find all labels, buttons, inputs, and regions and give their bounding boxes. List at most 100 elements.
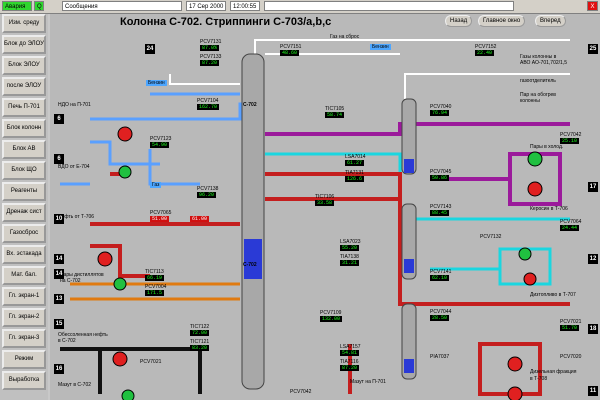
sidebar-button-main-screen-3[interactable]: Гл. экран-3 xyxy=(2,329,46,348)
status-field xyxy=(264,1,514,11)
sidebar-button-av[interactable]: Блок АВ xyxy=(2,140,46,159)
alarm-indicator[interactable]: Авария xyxy=(2,1,32,11)
value-pcv7123[interactable]: 54.90 xyxy=(150,142,170,148)
sidebar-button-reagents[interactable]: Реагенты xyxy=(2,182,46,201)
value-pcv7104[interactable]: 162.70 xyxy=(197,104,220,110)
note-oil: Нефть от Т-706 xyxy=(58,214,95,220)
tag-pcv7042: PCV7042 xyxy=(290,389,312,395)
sidebar-button-main-screen-2[interactable]: Гл. экран-2 xyxy=(2,308,46,327)
forward-button[interactable]: Вперед xyxy=(535,15,566,27)
value-pcv7021[interactable]: 51.70 xyxy=(560,325,580,331)
pipe-gas-top xyxy=(254,39,570,54)
note-gas-release: Газ на сброс xyxy=(330,34,360,40)
value-pcv7044[interactable]: 28.50 xyxy=(430,315,450,321)
connector-18[interactable]: 18 xyxy=(588,324,598,334)
connector-25[interactable]: 25 xyxy=(588,44,598,54)
value-pcv7064[interactable]: 24.44 xyxy=(560,225,580,231)
value-red2[interactable]: 61.00 xyxy=(190,216,210,222)
tag-pcv7045: PCV7045 xyxy=(430,169,452,175)
value-red1[interactable]: 51.00 xyxy=(150,216,170,222)
value-pcv7042[interactable]: 25.10 xyxy=(560,138,580,144)
value-pcv7004[interactable]: 31.21 xyxy=(340,260,360,266)
note-gases: Газы колонны в xyxy=(520,54,557,60)
sidebar-button-output[interactable]: Выработка xyxy=(2,371,46,390)
value-tic7105[interactable]: 58.74 xyxy=(325,112,345,118)
value-pcv7138[interactable]: 96.20 xyxy=(197,192,217,198)
connector-16[interactable]: 16 xyxy=(54,364,64,374)
column-label-top: С-702 xyxy=(243,102,257,108)
value-tag-pcv7152-extra[interactable]: 87.20 xyxy=(340,365,360,371)
tag-pcv7020: PCV7020 xyxy=(560,354,582,360)
back-button[interactable]: Назад xyxy=(445,15,473,27)
connector-13[interactable]: 13 xyxy=(54,294,64,304)
process-diagram: Колонна С-702. Стриппинги С-703/а,b,c На… xyxy=(50,14,600,400)
value-pcv7151[interactable]: 48.60 xyxy=(280,50,300,56)
sidebar-button-mode[interactable]: Режим xyxy=(2,350,46,369)
value-tic7113[interactable]: 33.58 xyxy=(315,200,335,206)
tag-tic7122: TIC7122 xyxy=(190,324,210,330)
column-c702 xyxy=(241,53,265,390)
connector-17[interactable]: 17 xyxy=(588,182,598,192)
value-pcv7109[interactable]: 132.00 xyxy=(320,316,343,322)
sidebar-button-inlet-rack[interactable]: Вх. эстакада xyxy=(2,245,46,264)
value-tic7122[interactable]: 66.19 xyxy=(145,275,165,281)
sidebar-button-gas-release[interactable]: Газосброс xyxy=(2,224,46,243)
tag-pcv7133: PCV7133 xyxy=(200,54,222,60)
sidebar-button-furnace[interactable]: Печь П-701 xyxy=(2,98,46,117)
tag-pcv7021: PCV7021 xyxy=(140,359,162,365)
note-gas-separator: газоотделитель xyxy=(520,78,556,84)
value-pcv7133[interactable]: 87.20 xyxy=(200,60,220,66)
value-pcv7020[interactable]: 62.10 xyxy=(430,275,450,281)
connector-14b[interactable]: 14 xyxy=(54,269,64,279)
note-column: колонны xyxy=(520,98,540,104)
connector-15[interactable]: 15 xyxy=(54,319,64,329)
note-ndo: НДО на П-701 xyxy=(58,102,91,108)
sidebar-button-columns[interactable]: Блок колонн xyxy=(2,119,46,138)
connector-14[interactable]: 14 xyxy=(54,254,64,264)
value-pcv7143[interactable]: 88.45 xyxy=(430,210,450,216)
tag-pcv7104: PCV7104 xyxy=(197,98,219,104)
main-window-button[interactable]: Главное окно xyxy=(478,15,526,27)
value-pcv7040[interactable]: 76.94 xyxy=(430,110,450,116)
sidebar-button-mass-balance[interactable]: Мат. бал. xyxy=(2,266,46,285)
q-indicator[interactable]: Q xyxy=(34,1,44,11)
messages-field[interactable]: Сообщения xyxy=(62,1,182,11)
sidebar: Изм. среду Блок до ЭЛОУ Блок ЭЛОУ после … xyxy=(0,14,48,400)
sidebar-button-elou[interactable]: Блок ЭЛОУ xyxy=(2,56,46,75)
value-pcv7141[interactable]: 55.20 xyxy=(340,245,360,251)
value-tic7121[interactable]: 171.5 xyxy=(145,290,165,296)
value-lsa7014[interactable]: 61.27 xyxy=(345,160,365,166)
value-pcv7152[interactable]: 22.40 xyxy=(475,50,495,56)
sidebar-button-after-elou[interactable]: после ЭЛОУ xyxy=(2,77,46,96)
value-tia7131[interactable]: 126.6 xyxy=(345,176,365,182)
close-button[interactable]: X xyxy=(587,1,598,11)
pipe-network xyxy=(60,39,570,400)
tag-pcv7143: PCV7143 xyxy=(430,204,452,210)
value-lsa7157[interactable]: 54.81 xyxy=(340,350,360,356)
sidebar-button-drainage[interactable]: Дренаж сист xyxy=(2,203,46,222)
tag-lsa7023: LSA7023 xyxy=(340,239,361,245)
connector-6b[interactable]: 6 xyxy=(54,154,64,164)
sidebar-button-shchО[interactable]: Блок ЩО xyxy=(2,161,46,180)
sidebar-button-environment[interactable]: Изм. среду xyxy=(2,14,46,33)
value-pcv7045[interactable]: 50.86 xyxy=(430,175,450,181)
connector-6a[interactable]: 6 xyxy=(54,114,64,124)
connector-12[interactable]: 12 xyxy=(588,254,598,264)
note-vapors-cold: Пары в холод. xyxy=(530,144,564,150)
value-pia7037[interactable]: 83.20 xyxy=(190,345,210,351)
tag-pcv7044: PCV7044 xyxy=(430,309,452,315)
value-pcv7131[interactable]: 87.0% xyxy=(200,45,220,51)
time-field: 12:00:55 xyxy=(230,1,260,11)
tag-pcv7131: PCV7131 xyxy=(200,39,222,45)
top-toolbar: Авария Q Сообщения 17 Сер 2000 12:00:55 … xyxy=(0,0,600,14)
sidebar-button-main-screen-1[interactable]: Гл. экран-1 xyxy=(2,287,46,306)
connector-24[interactable]: 24 xyxy=(145,44,155,54)
note-fuel-oil: Мазут в С-702 xyxy=(58,382,92,388)
stream-label-1: Бензин xyxy=(146,80,167,86)
sidebar-button-before-elou[interactable]: Блок до ЭЛОУ xyxy=(2,35,46,54)
note-steam: Пар на обогрев xyxy=(520,92,556,98)
connector-11[interactable]: 11 xyxy=(588,386,598,396)
connector-10[interactable]: 10 xyxy=(54,214,64,224)
tag-tic7106: TIC7106 xyxy=(315,194,335,200)
value-tia7116[interactable]: 72.00 xyxy=(190,330,210,336)
